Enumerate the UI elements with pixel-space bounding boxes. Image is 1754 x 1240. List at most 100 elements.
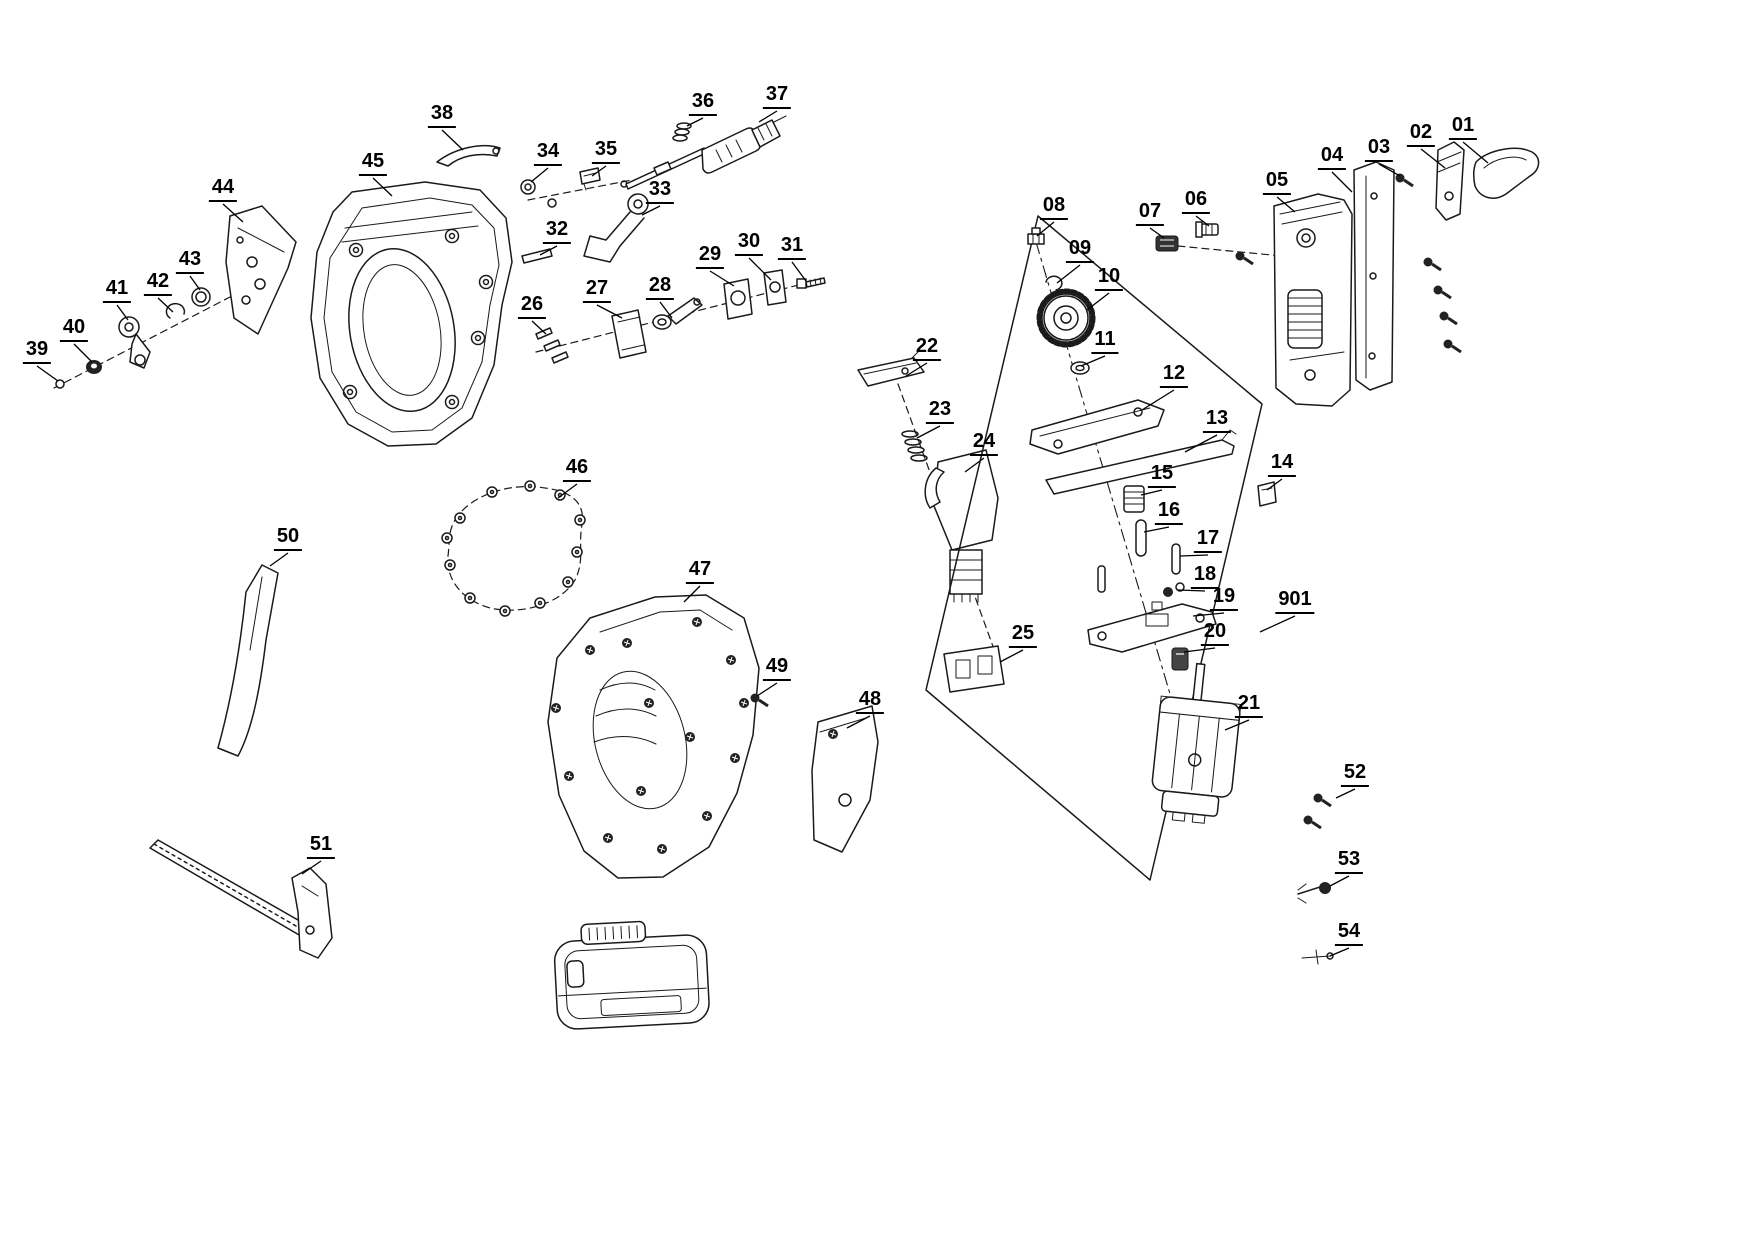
callout-31: 31 bbox=[777, 234, 807, 260]
part-12-gear-plate bbox=[1029, 399, 1165, 455]
part-15-ribbed-sleeve bbox=[1123, 485, 1145, 513]
callout-40: 40 bbox=[59, 316, 89, 342]
callout-41: 41 bbox=[102, 277, 132, 303]
callout-07: 07 bbox=[1135, 200, 1165, 226]
callout-01: 01 bbox=[1448, 114, 1478, 140]
part-18-nut bbox=[1163, 582, 1185, 597]
callout-54: 54 bbox=[1334, 920, 1364, 946]
callout-29: 29 bbox=[695, 243, 725, 269]
part-34-washer bbox=[520, 179, 557, 208]
callout-35: 35 bbox=[591, 138, 621, 164]
part-52-screws bbox=[1302, 792, 1333, 830]
part-24-trigger-switch bbox=[924, 449, 999, 603]
part-27-plate bbox=[611, 309, 647, 359]
part-01-front-cap bbox=[1472, 147, 1540, 199]
leader-lines bbox=[36, 110, 1489, 957]
part-09-ring bbox=[1045, 275, 1063, 291]
callout-21: 21 bbox=[1234, 692, 1264, 718]
axis-rod-37 bbox=[527, 179, 633, 201]
part-07-connector bbox=[1155, 235, 1179, 252]
callout-03: 03 bbox=[1364, 136, 1394, 162]
part-23-spring bbox=[901, 430, 928, 462]
part-42-clip bbox=[165, 302, 186, 319]
callout-44: 44 bbox=[208, 176, 238, 202]
callout-18: 18 bbox=[1190, 563, 1220, 589]
callout-38: 38 bbox=[427, 102, 457, 128]
part-46-gasket bbox=[441, 480, 586, 617]
part-33-lever bbox=[583, 193, 649, 263]
part-30-plate bbox=[763, 269, 787, 306]
part-41-crank-lever bbox=[118, 316, 151, 369]
callout-22: 22 bbox=[912, 335, 942, 361]
part-20-coupler bbox=[1171, 647, 1189, 671]
axis-right-parts bbox=[1177, 245, 1283, 257]
part-31-screw bbox=[796, 277, 826, 289]
callout-13: 13 bbox=[1202, 407, 1232, 433]
callout-19: 19 bbox=[1209, 585, 1239, 611]
callout-46: 46 bbox=[562, 456, 592, 482]
part-21-motor bbox=[1151, 662, 1242, 824]
callout-50: 50 bbox=[273, 525, 303, 551]
callout-12: 12 bbox=[1159, 362, 1189, 388]
callout-53: 53 bbox=[1334, 848, 1364, 874]
callout-901: 901 bbox=[1275, 588, 1315, 614]
callout-49: 49 bbox=[762, 655, 792, 681]
callout-25: 25 bbox=[1008, 622, 1038, 648]
callout-14: 14 bbox=[1267, 451, 1297, 477]
part-17-pin bbox=[1097, 543, 1181, 593]
callout-16: 16 bbox=[1154, 499, 1184, 525]
callout-05: 05 bbox=[1262, 169, 1292, 195]
callout-02: 02 bbox=[1406, 121, 1436, 147]
part-47-housing-half bbox=[547, 594, 760, 879]
part-51-blade-rack bbox=[149, 839, 333, 959]
part-26-pins bbox=[535, 327, 569, 364]
axis-switch-chain bbox=[897, 383, 996, 653]
part-25-terminal-block bbox=[943, 645, 1005, 693]
callout-39: 39 bbox=[22, 338, 52, 364]
callout-27: 27 bbox=[582, 277, 612, 303]
part-10-gear bbox=[1036, 288, 1096, 348]
callout-42: 42 bbox=[143, 270, 173, 296]
part-39-ball bbox=[55, 379, 65, 389]
callout-28: 28 bbox=[645, 274, 675, 300]
callout-52: 52 bbox=[1340, 761, 1370, 787]
callout-10: 10 bbox=[1094, 265, 1124, 291]
callout-26: 26 bbox=[517, 293, 547, 319]
callout-32: 32 bbox=[542, 218, 572, 244]
part-08-nut bbox=[1027, 227, 1045, 245]
callout-30: 30 bbox=[734, 230, 764, 256]
callout-23: 23 bbox=[925, 398, 955, 424]
part-35-slider bbox=[579, 167, 601, 191]
callout-43: 43 bbox=[175, 248, 205, 274]
part-22-plate bbox=[857, 351, 925, 387]
part-37-plunger-rod bbox=[620, 115, 787, 190]
part-16-pin bbox=[1135, 519, 1147, 557]
callout-33: 33 bbox=[645, 178, 675, 204]
callout-06: 06 bbox=[1181, 188, 1211, 214]
part-29-plate bbox=[723, 278, 753, 320]
callout-48: 48 bbox=[855, 688, 885, 714]
part-44-side-plate bbox=[225, 205, 297, 335]
callout-04: 04 bbox=[1317, 144, 1347, 170]
callout-34: 34 bbox=[533, 140, 563, 166]
callout-11: 11 bbox=[1091, 328, 1119, 354]
part-50-nozzle bbox=[217, 564, 279, 757]
callout-08: 08 bbox=[1039, 194, 1069, 220]
callout-36: 36 bbox=[688, 90, 718, 116]
part-38-spring-bracket bbox=[436, 144, 501, 167]
callout-37: 37 bbox=[762, 83, 792, 109]
part-05-blade-holder bbox=[1273, 193, 1353, 407]
part-02-blade-clamp bbox=[1435, 141, 1465, 221]
callout-15: 15 bbox=[1147, 462, 1177, 488]
part-06-bolt bbox=[1195, 221, 1219, 238]
part-28-link bbox=[652, 297, 703, 330]
callout-09: 09 bbox=[1065, 237, 1095, 263]
part-13-flat-bar bbox=[1045, 429, 1237, 495]
callout-47: 47 bbox=[685, 558, 715, 584]
part-40-washer bbox=[86, 360, 102, 374]
callout-20: 20 bbox=[1200, 620, 1230, 646]
callout-51: 51 bbox=[306, 833, 336, 859]
part-19-carriage bbox=[1087, 601, 1217, 653]
